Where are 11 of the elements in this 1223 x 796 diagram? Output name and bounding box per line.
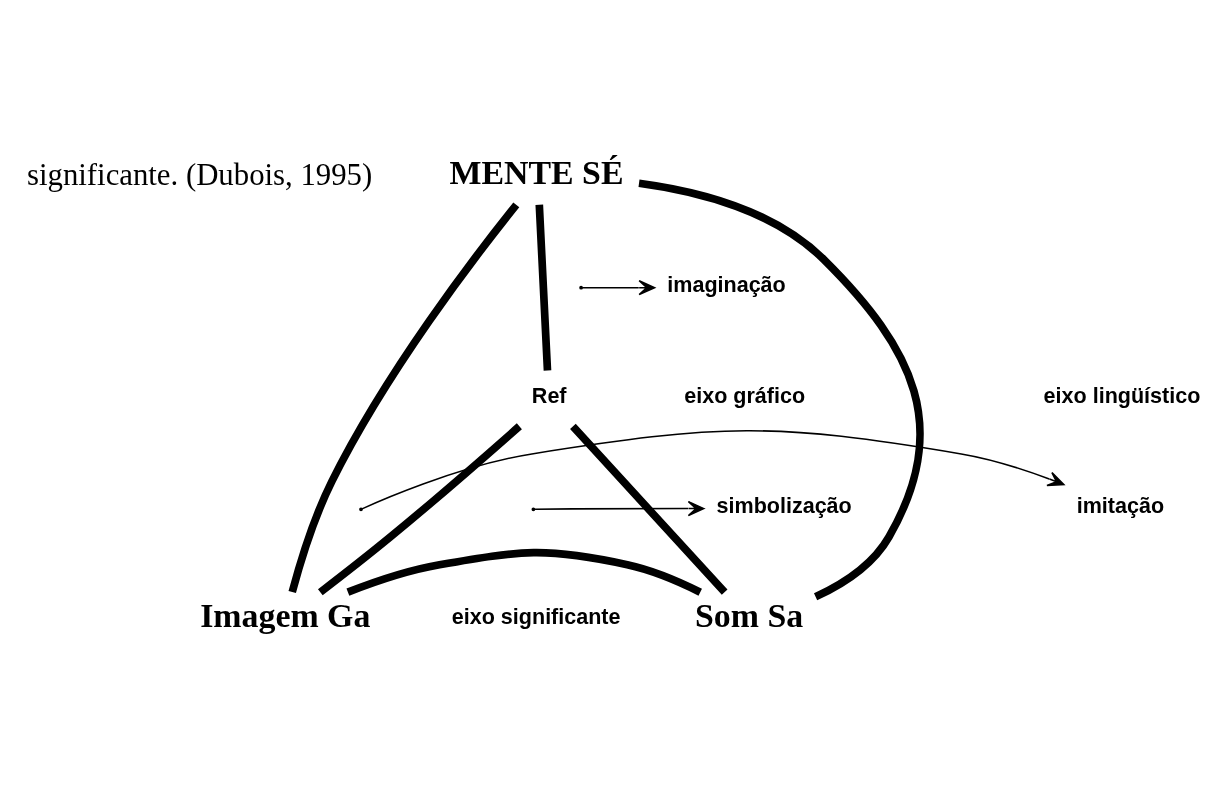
node-text: imaginação [667, 272, 786, 297]
node-text: imitação [1076, 493, 1165, 518]
node-text: Som Sa [695, 596, 804, 634]
node-text: Ref [531, 383, 567, 408]
label: significante. (Dubois, 1995) [27, 157, 373, 192]
label: eixo significante [451, 604, 621, 629]
node-text: Imagem Ga [200, 596, 371, 634]
label: eixo lingüístico [1043, 383, 1201, 408]
label: eixo gráfico [684, 383, 806, 408]
node-text: MENTE SÉ [449, 153, 624, 191]
node-text: simbolização [716, 493, 852, 518]
